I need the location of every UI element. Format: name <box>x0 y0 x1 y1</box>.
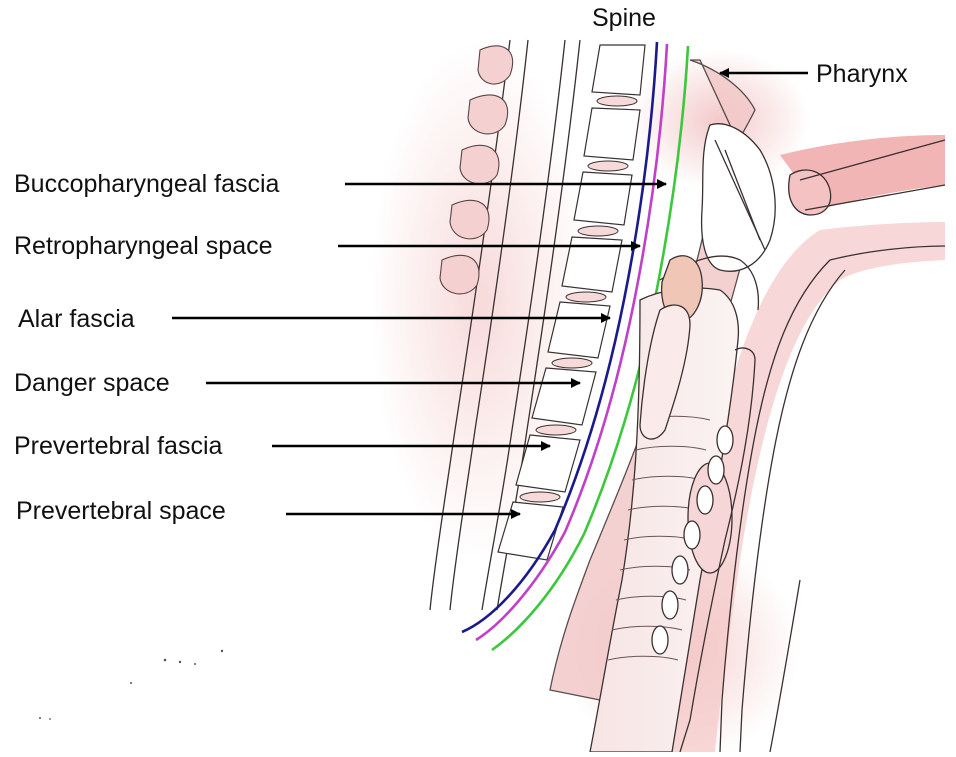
alar-fascia-label: Alar fascia <box>18 307 135 332</box>
prevertebral-fascia-label: Prevertebral fascia <box>14 434 222 459</box>
spine-label: Spine <box>592 6 656 31</box>
pharynx-label: Pharynx <box>816 62 908 87</box>
stray-marks <box>39 650 223 720</box>
danger-space-label: Danger space <box>14 371 170 396</box>
retropharyngeal-space-label: Retropharyngeal space <box>14 234 273 259</box>
buccopharyngeal-fascia-label: Buccopharyngeal fascia <box>14 172 279 197</box>
prevertebral-space-label: Prevertebral space <box>16 499 226 524</box>
